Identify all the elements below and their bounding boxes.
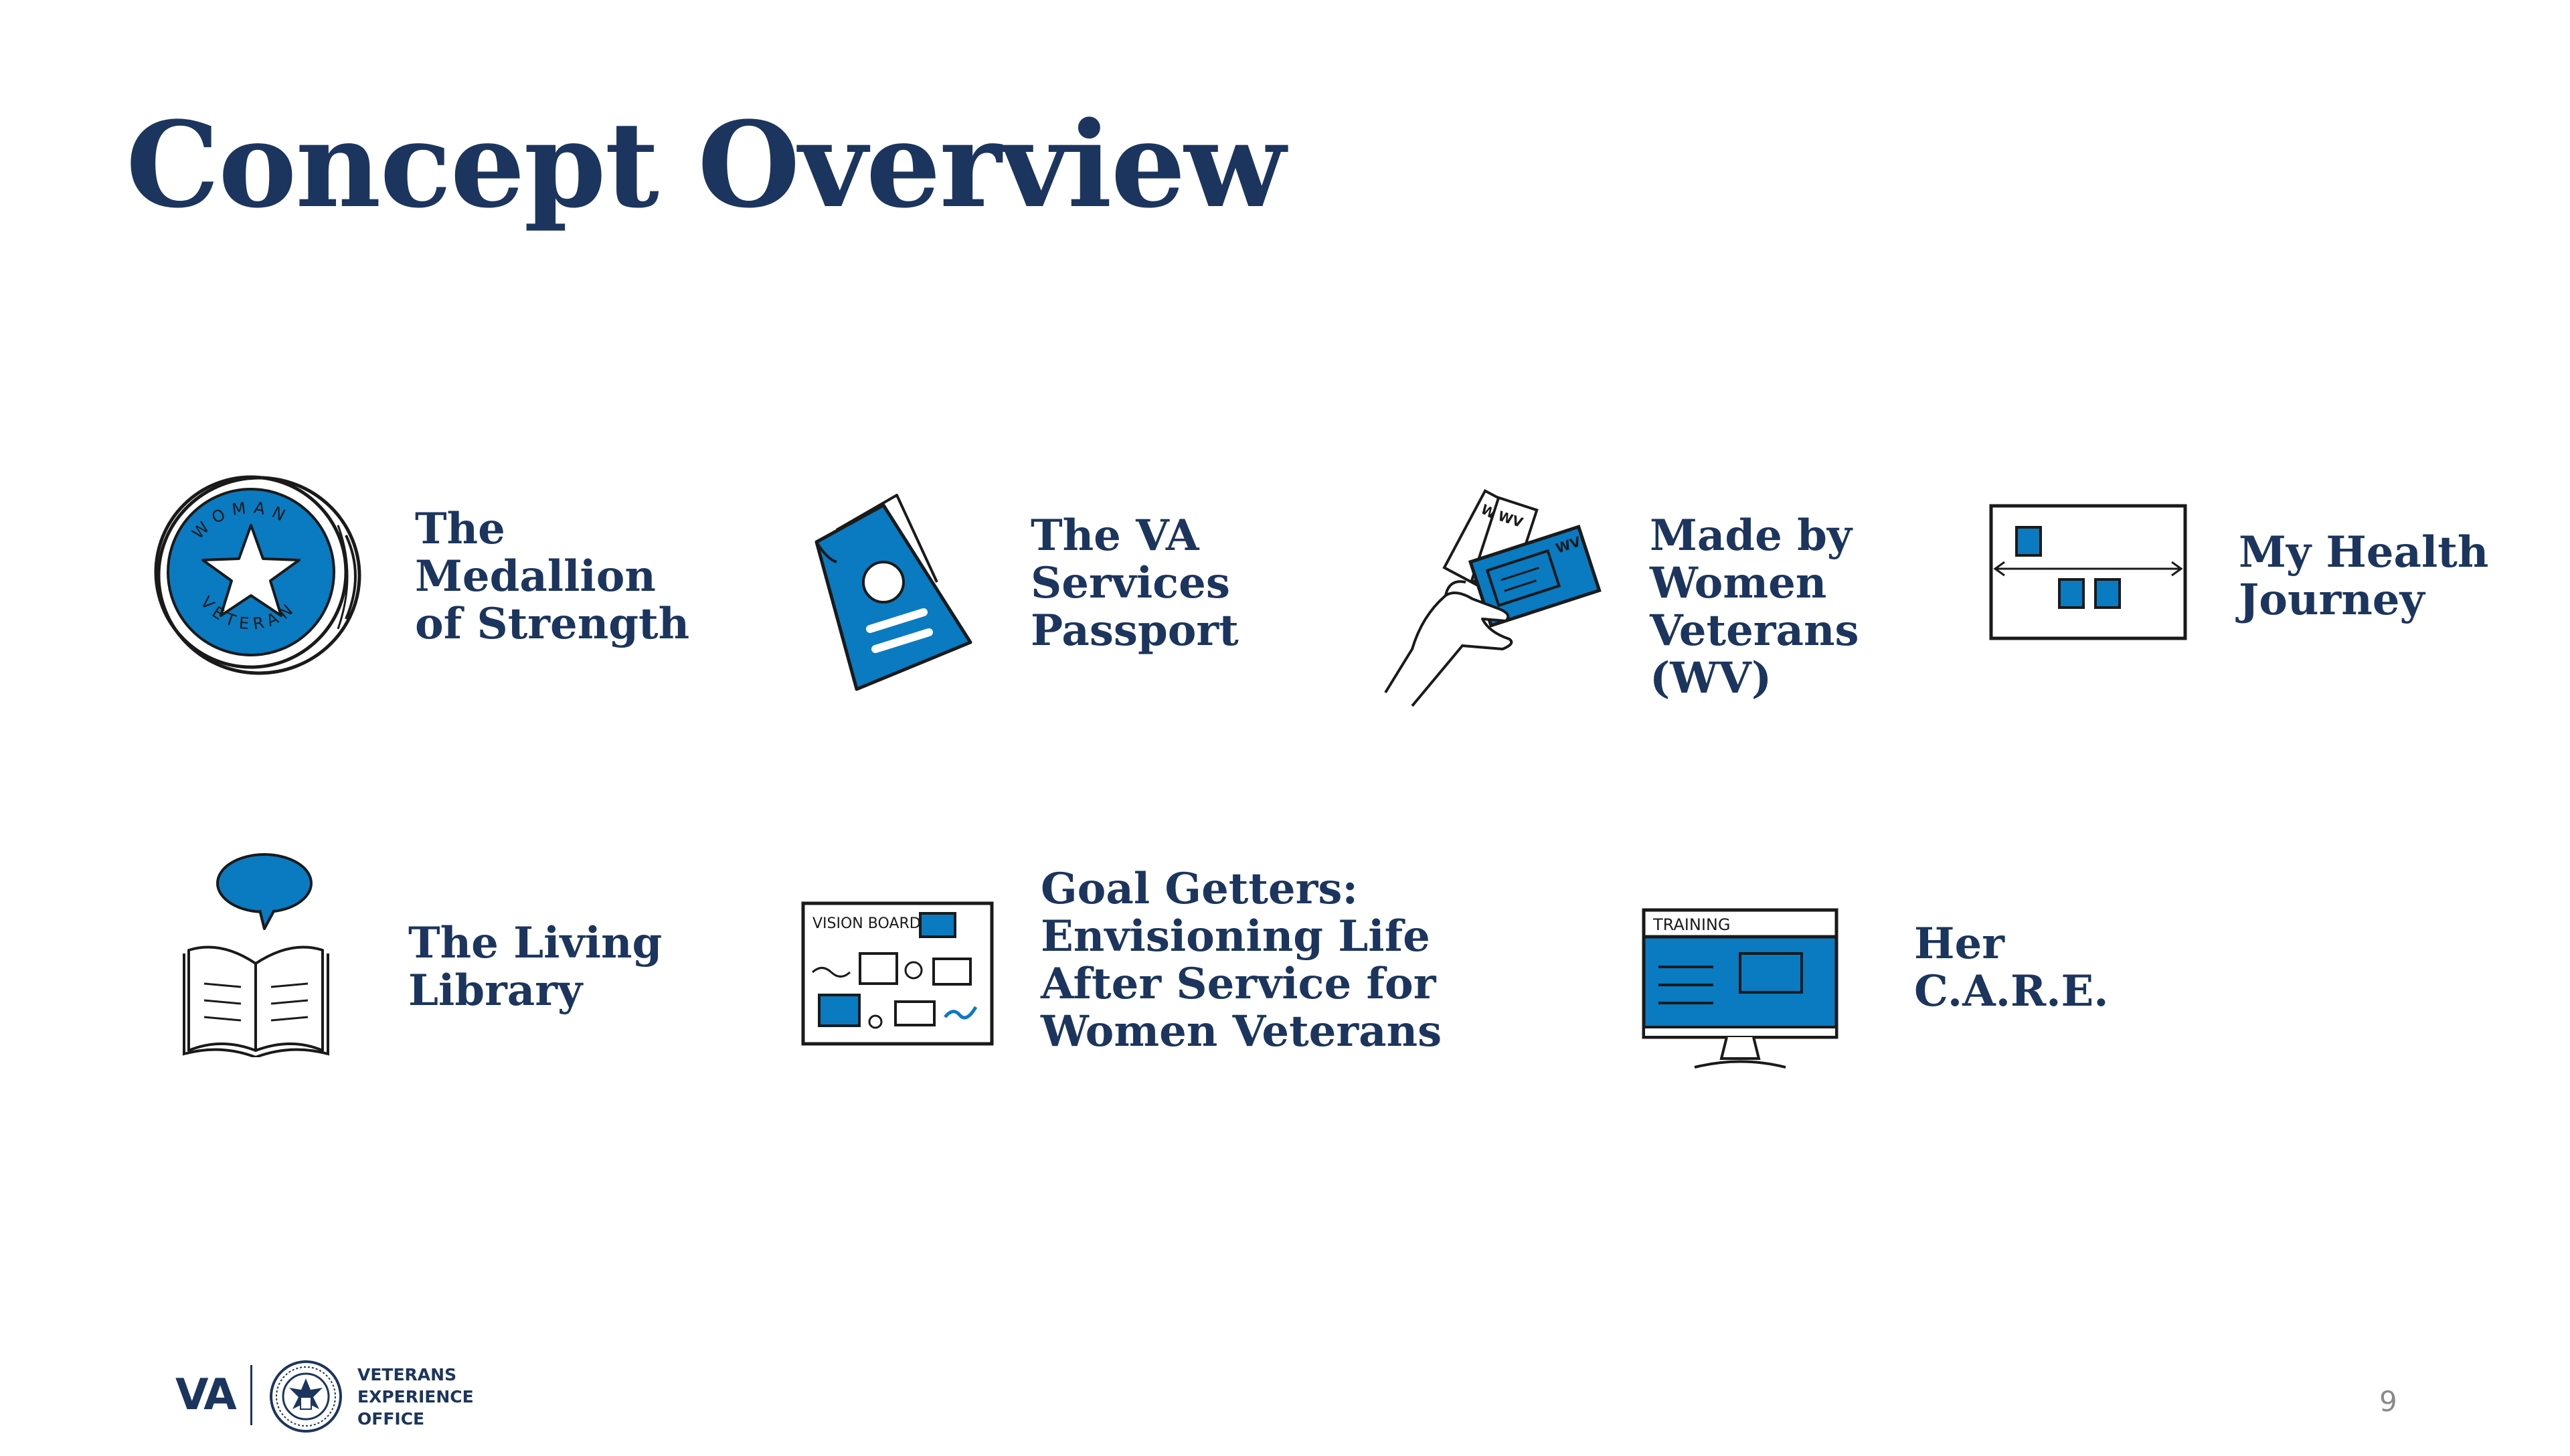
office-name: VETERANS EXPERIENCE OFFICE bbox=[357, 1365, 474, 1429]
concept-label: The Medallion of Strength bbox=[415, 504, 690, 649]
page-number: 9 bbox=[2379, 1385, 2397, 1418]
timeline-board-icon bbox=[1989, 504, 2187, 640]
concept-label: Goal Getters: Envisioning Life After Ser… bbox=[1041, 864, 1442, 1057]
concept-va-services-passport: The VA Services Passport bbox=[803, 482, 1272, 703]
training-monitor-icon: TRAINING bbox=[1642, 908, 1838, 1069]
footer-logo: VA VETERANS EXPERIENCE OFFICE bbox=[175, 1358, 474, 1433]
concept-label: Her C.A.R.E. bbox=[1914, 919, 2109, 1016]
page-title: Concept Overview bbox=[126, 96, 1286, 234]
concept-label: The VA Services Passport bbox=[1031, 511, 1239, 656]
logo-divider bbox=[250, 1365, 252, 1425]
hand-cards-icon: WV WV WV bbox=[1384, 488, 1602, 707]
concept-her-care: TRAINING Her C.A.R.E. bbox=[1640, 903, 2209, 1077]
concept-medallion-of-strength: WOMAN VETERAN The Medallion of Strength bbox=[144, 462, 713, 689]
medallion-icon: WOMAN VETERAN bbox=[154, 475, 361, 675]
concept-label: My Health Journey bbox=[2239, 527, 2489, 625]
concept-living-library: The Living Library bbox=[181, 850, 683, 1057]
vision-board-icon: VISION BOARD bbox=[801, 901, 994, 1046]
concept-made-by-women-veterans: WV WV WV Made by Women Veterans (WV) bbox=[1382, 488, 1891, 716]
training-text: TRAINING bbox=[1652, 915, 1730, 934]
va-seal-icon bbox=[270, 1360, 342, 1433]
concept-label: The Living Library bbox=[408, 918, 663, 1016]
concept-label: Made by Women Veterans (WV) bbox=[1650, 511, 1859, 703]
passport-icon bbox=[815, 494, 972, 691]
va-logo: VA bbox=[175, 1370, 237, 1420]
concept-goal-getters: VISION BOARD Goal Getters: Envisioning L… bbox=[796, 865, 1466, 1081]
concept-my-health-journey: My Health Journey bbox=[1984, 500, 2493, 654]
open-book-speech-icon bbox=[183, 853, 329, 1057]
vision-board-text: VISION BOARD bbox=[812, 915, 921, 932]
